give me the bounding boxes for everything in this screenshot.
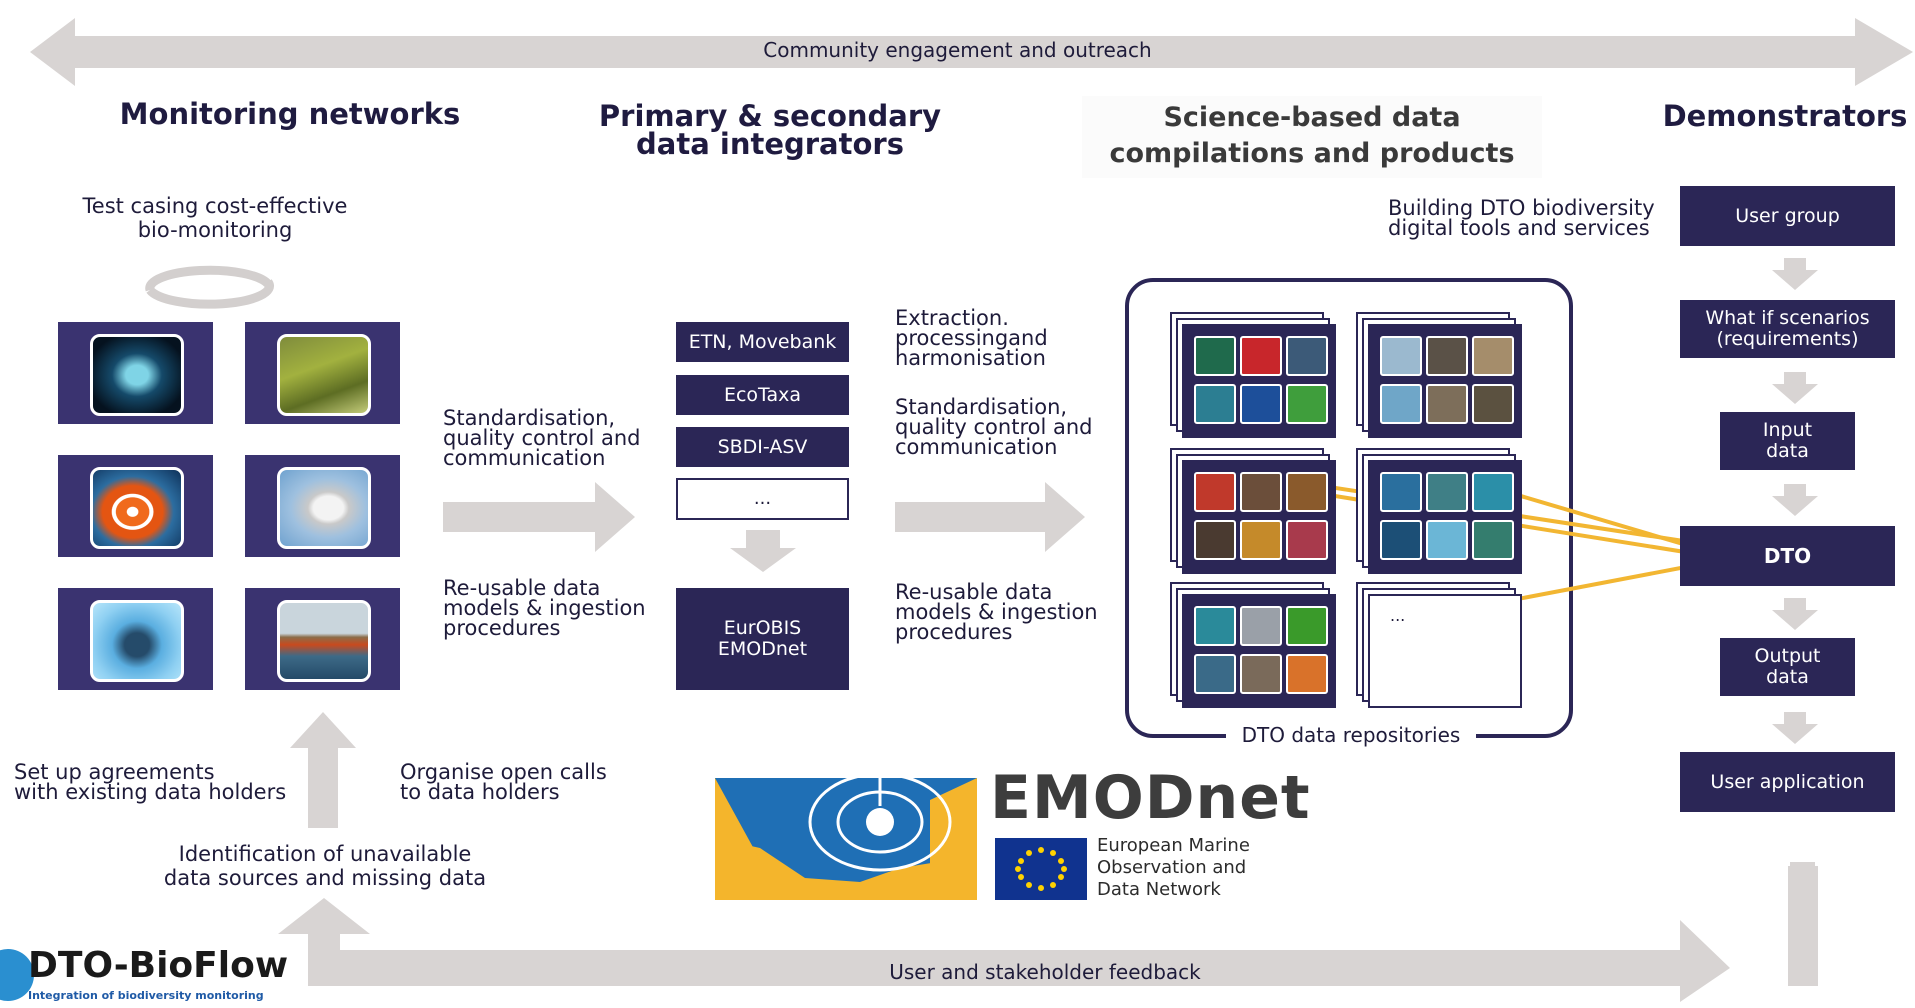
demonstrator-arrows	[1772, 258, 1818, 744]
emodnet-logo-graphic	[715, 772, 977, 900]
dolphin-image	[90, 600, 184, 682]
identify-up-arrow	[290, 712, 356, 828]
building-line1: Building DTO biodiversity	[1388, 196, 1655, 220]
header-science-1: Science-based data	[1163, 102, 1461, 133]
flow2-reuse-2: models & ingestion	[895, 600, 1098, 624]
emodnet-sub-3: Data Network	[1097, 879, 1221, 900]
target-emodnet: EMODnet	[717, 638, 808, 660]
integrators-down-arrow	[730, 530, 796, 572]
gull-image	[277, 467, 371, 549]
building-line2: digital tools and services	[1388, 216, 1650, 240]
clownfish-image	[90, 467, 184, 549]
what-if-line2: (requirements)	[1716, 328, 1859, 350]
demo-input-data: Input data	[1720, 412, 1855, 470]
header-demonstrators: Demonstrators	[1662, 99, 1908, 133]
repository-ellipsis: ...	[1390, 606, 1406, 625]
dto-bioflow-tagline: Integration of biodiversity monitoring	[28, 989, 264, 1002]
plankton-image	[90, 334, 184, 416]
identify-line1: Identification of unavailable	[178, 842, 472, 866]
demo-user-group: User group	[1680, 186, 1895, 246]
demo-user-application: User application	[1680, 752, 1895, 812]
header-science-2: compilations and products	[1109, 138, 1515, 169]
integrator-sbdi-asv: SBDI-ASV	[676, 427, 849, 467]
tile-platform	[245, 588, 400, 690]
output-line1: Output	[1754, 645, 1821, 668]
flow1-reuse-1: Re-usable data	[443, 576, 601, 600]
integrator-target: EurOBIS EMODnet	[676, 588, 849, 690]
flow2-reuse-1: Re-usable data	[895, 580, 1053, 604]
eu-stars	[1015, 847, 1067, 891]
set-up-line2: with existing data holders	[14, 780, 287, 804]
flow1-reuse-3: procedures	[443, 616, 561, 640]
emodnet-sub-1: European Marine	[1097, 835, 1250, 856]
header-monitoring: Monitoring networks	[119, 97, 461, 131]
demo-what-if: What if scenarios (requirements)	[1680, 300, 1895, 358]
flow2-extract-1: Extraction.	[895, 306, 1009, 330]
flow2-extract-3: harmonisation	[895, 346, 1046, 370]
emodnet-sub-2: Observation and	[1097, 857, 1247, 878]
flow-arrow-1	[443, 482, 635, 552]
test-casing-line2: bio-monitoring	[137, 218, 293, 242]
emodnet-wordmark: EMODnet	[990, 763, 1311, 833]
target-eurobis: EurOBIS	[723, 617, 802, 640]
integrator-ecotaxa: EcoTaxa	[676, 375, 849, 415]
flow1-standard-1: Standardisation,	[443, 406, 616, 430]
science-header-box	[1082, 96, 1542, 178]
header-integrators-2: data integrators	[636, 127, 904, 161]
top-banner-arrow	[30, 18, 1913, 86]
flow1-reuse-2: models & ingestion	[443, 596, 646, 620]
header-integrators-1: Primary & secondary	[598, 99, 942, 133]
integrator-etn-movebank: ETN, Movebank	[676, 322, 849, 362]
tile-landscape	[245, 322, 400, 424]
platform-image	[277, 600, 371, 682]
feedback-right-post	[1788, 866, 1818, 986]
flow2-extract-2: processingand	[895, 326, 1048, 350]
dto-bioflow-globe	[0, 949, 34, 1001]
flow2-standard-1: Standardisation,	[895, 395, 1068, 419]
flow-arrow-2	[895, 482, 1085, 552]
flow1-standard-2: quality control and	[443, 426, 641, 450]
landscape-image	[277, 334, 371, 416]
test-casing-line1: Test casing cost-effective	[82, 194, 348, 218]
organise-line1: Organise open calls	[400, 760, 607, 784]
flow2-reuse-3: procedures	[895, 620, 1013, 644]
demo-dto: DTO	[1680, 526, 1895, 586]
input-line1: Input	[1762, 419, 1813, 442]
organise-line2: to data holders	[400, 780, 560, 804]
flow2-standard-2: quality control and	[895, 415, 1093, 439]
tile-clownfish	[58, 455, 213, 557]
bottom-feedback-arrow	[278, 862, 1815, 1002]
tile-gull	[245, 455, 400, 557]
demo-output-data: Output data	[1720, 638, 1855, 696]
top-banner-label: Community engagement and outreach	[763, 38, 1152, 62]
what-if-line1: What if scenarios	[1705, 307, 1870, 330]
integrator-more: ...	[676, 478, 849, 520]
flow1-standard-3: communication	[443, 446, 606, 470]
cycle-icon	[145, 265, 274, 309]
bottom-banner-label: User and stakeholder feedback	[889, 960, 1201, 984]
input-line2: data	[1766, 440, 1809, 462]
tile-plankton	[58, 322, 213, 424]
identify-line2: data sources and missing data	[163, 866, 487, 890]
dto-bioflow-wordmark: DTO-BioFlow	[28, 945, 289, 986]
flow2-standard-3: communication	[895, 435, 1058, 459]
output-line2: data	[1766, 666, 1809, 688]
set-up-line1: Set up agreements	[14, 760, 215, 784]
tile-dolphin	[58, 588, 213, 690]
repository-label: DTO data repositories	[1226, 720, 1476, 750]
